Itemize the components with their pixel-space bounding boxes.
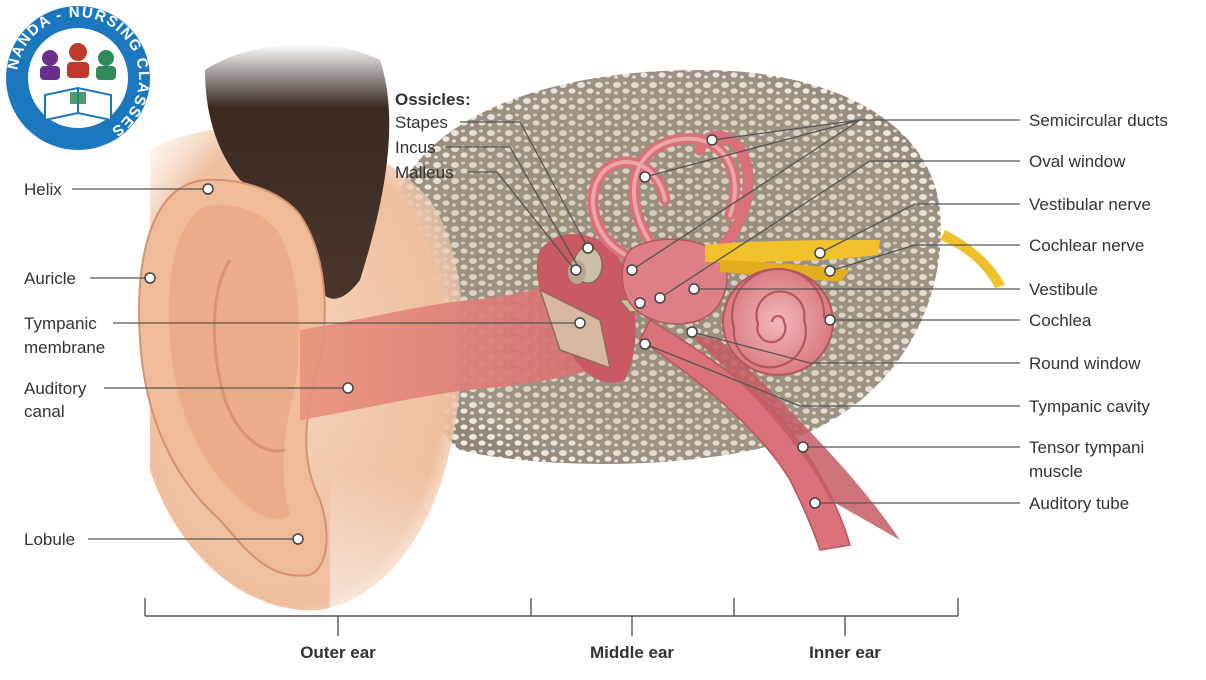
auditory-tube-marker: [809, 497, 821, 509]
label-tensor-tympani-line2: muscle: [1029, 462, 1083, 481]
label-tympanic-membrane-line2: membrane: [24, 338, 105, 357]
label-round-window: Round window: [1029, 354, 1141, 373]
tympanic-cavity-marker: [639, 338, 651, 350]
label-lobule: Lobule: [24, 530, 75, 549]
logo-book-icon: [44, 86, 112, 122]
label-malleus: Malleus: [395, 163, 454, 182]
label-auditory-canal-line1: Auditory: [24, 379, 87, 398]
section-inner-ear: Inner ear: [809, 643, 881, 662]
cochlea-shape: [722, 267, 834, 376]
middle-ear-shape: [536, 233, 666, 383]
illustration: [138, 43, 1005, 620]
semicircular-ducts-marker-2: [639, 171, 651, 183]
label-oval-window: Oval window: [1029, 152, 1126, 171]
label-semicircular-ducts: Semicircular ducts: [1029, 111, 1168, 130]
auditory-canal-marker: [342, 382, 354, 394]
section-brackets: Outer ear Middle ear Inner ear: [144, 598, 959, 662]
hair: [205, 43, 390, 299]
semicircular-ducts-marker-3: [626, 264, 638, 276]
auricle-shape: [138, 178, 328, 577]
right-labels: Semicircular ducts Oval window Vestibula…: [1029, 111, 1168, 513]
ossicle-labels: Ossicles: Stapes Incus Malleus: [395, 90, 471, 182]
label-cochlear-nerve: Cochlear nerve: [1029, 236, 1144, 255]
label-incus: Incus: [395, 138, 436, 157]
label-cochlea: Cochlea: [1029, 311, 1092, 330]
leaders: [72, 119, 1020, 540]
auditory-canal-shape: [300, 280, 590, 420]
label-tensor-tympani-line1: Tensor tympani: [1029, 438, 1144, 457]
label-vestibular-nerve: Vestibular nerve: [1029, 195, 1151, 214]
lobule-marker: [292, 533, 304, 545]
label-auricle: Auricle: [24, 269, 76, 288]
section-middle-ear: Middle ear: [590, 643, 674, 662]
stapes-marker: [582, 242, 594, 254]
dots: [144, 134, 836, 545]
label-tympanic-membrane-line1: Tympanic: [24, 314, 97, 333]
vestibule-marker: [688, 283, 700, 295]
label-stapes: Stapes: [395, 113, 448, 132]
cochlear-nerve-marker: [824, 265, 836, 277]
section-outer-ear: Outer ear: [300, 643, 376, 662]
helix-marker: [202, 183, 214, 195]
malleus-marker: [570, 264, 582, 276]
label-tympanic-cavity: Tympanic cavity: [1029, 397, 1150, 416]
round-window-marker: [686, 326, 698, 338]
label-auditory-tube: Auditory tube: [1029, 494, 1129, 513]
tensor-tympani-marker: [797, 441, 809, 453]
oval-window-marker: [654, 292, 666, 304]
auricle-marker: [144, 272, 156, 284]
vestibule-shape: [621, 238, 728, 325]
cochlea-marker: [824, 314, 836, 326]
ossicles-header: Ossicles:: [395, 90, 471, 109]
incus-marker: [634, 297, 646, 309]
label-auditory-canal-line2: canal: [24, 402, 65, 421]
logo: NANDA - NURSING CLASSES: [4, 4, 151, 150]
vestibular-nerve-marker: [814, 247, 826, 259]
tympanic-membrane-marker: [574, 317, 586, 329]
semicircular-ducts-marker-1: [706, 134, 718, 146]
left-labels: Helix Auricle Tympanic membrane Auditory…: [24, 180, 105, 549]
label-vestibule: Vestibule: [1029, 280, 1098, 299]
label-helix: Helix: [24, 180, 62, 199]
logo-graduates-icon: [40, 43, 116, 80]
